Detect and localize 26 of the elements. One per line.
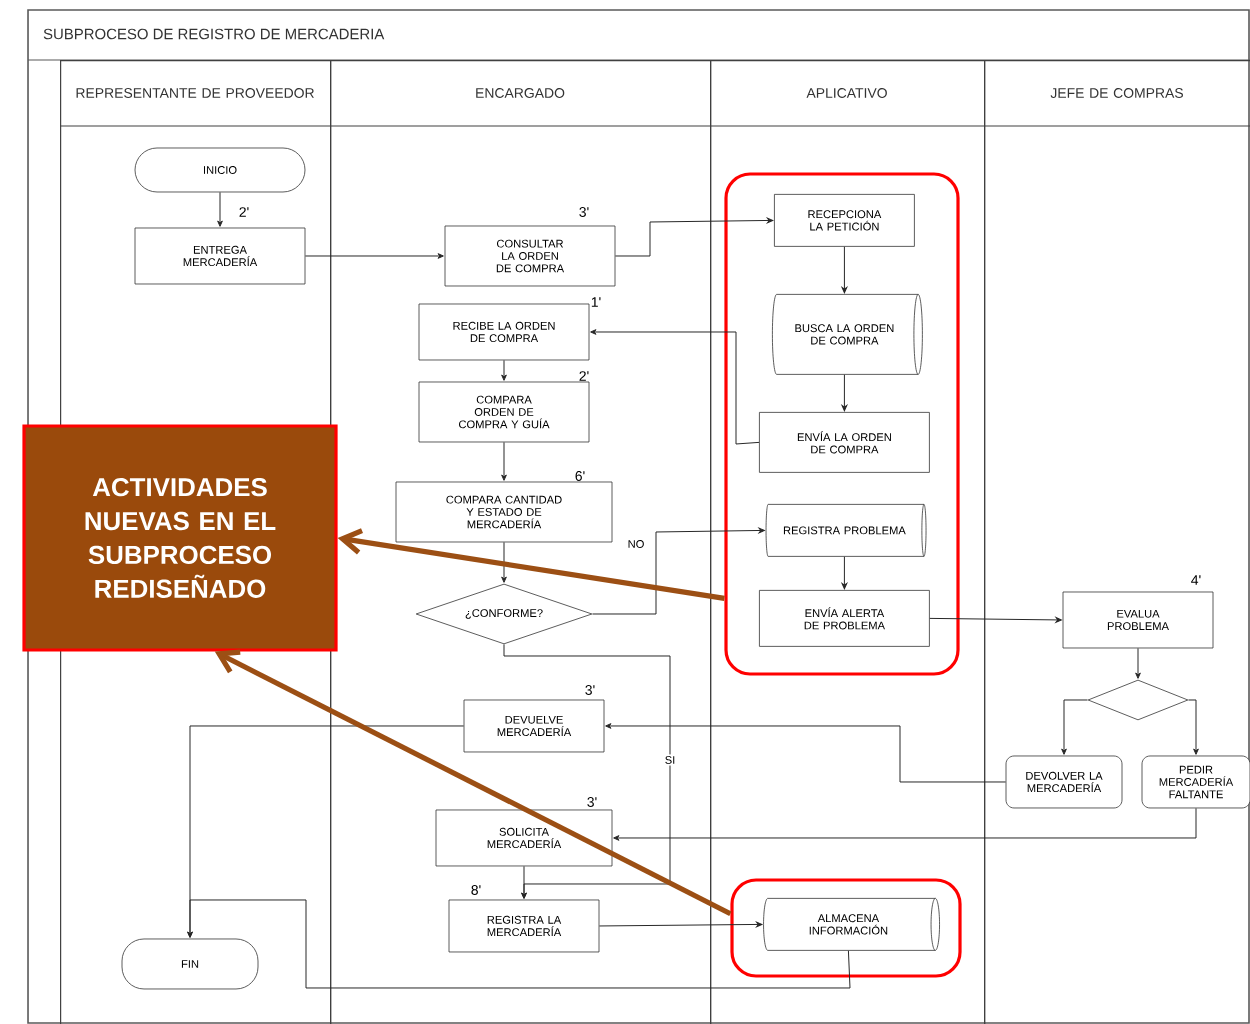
arrow	[841, 556, 848, 590]
arrow	[841, 374, 848, 412]
arrow	[591, 527, 765, 615]
arrow	[217, 191, 223, 227]
decision-diamond	[1087, 679, 1189, 721]
arrow	[501, 359, 507, 381]
arrow	[929, 617, 1062, 623]
arrow	[304, 253, 444, 259]
callout-box: ACTIVIDADES NUEVAS EN EL SUBPROCESO REDISEÑADO	[22, 424, 338, 652]
arrow	[521, 865, 527, 899]
arrow	[501, 541, 507, 583]
arrow	[1187, 699, 1199, 755]
arrow	[841, 246, 848, 294]
arrow	[590, 329, 760, 445]
highlight-frame	[724, 172, 960, 676]
callout-arrow	[337, 528, 725, 601]
highlight-frame	[730, 878, 962, 978]
arrow	[1135, 647, 1141, 679]
callout-arrow	[214, 649, 732, 917]
arrow	[187, 899, 851, 989]
arrow	[1061, 699, 1089, 755]
arrow	[598, 921, 763, 928]
arrow	[614, 217, 774, 257]
arrow	[613, 807, 1197, 841]
arrow	[605, 723, 1007, 783]
arrow	[501, 441, 507, 481]
